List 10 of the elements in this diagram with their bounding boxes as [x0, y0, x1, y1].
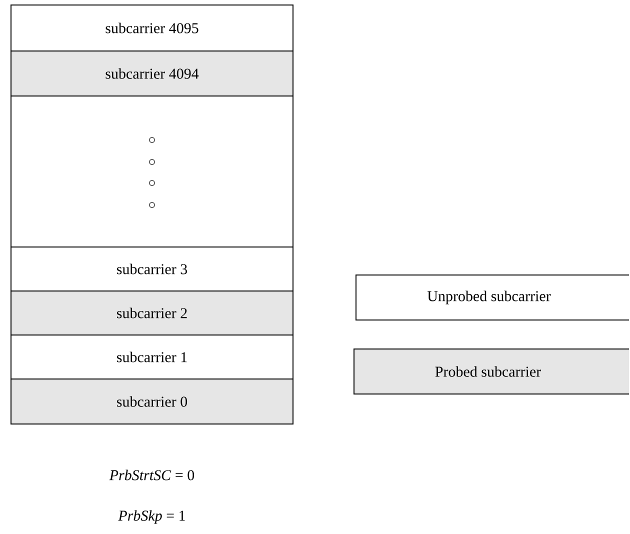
subcarrier-row: subcarrier 3: [10, 246, 294, 292]
subcarrier-row: subcarrier 4094: [10, 50, 294, 96]
subcarrier-row: subcarrier 2: [10, 290, 294, 336]
parameter-label: PrbStrtSC = 0: [109, 470, 194, 480]
legend-label: Unprobed subcarrier: [427, 290, 551, 304]
subcarrier-row: subcarrier 1: [10, 334, 294, 380]
legend-label: Probed subcarrier: [435, 366, 541, 377]
parameter-label: PrbSkp = 1: [118, 510, 185, 524]
subcarrier-row: subcarrier 4095: [10, 4, 294, 52]
subcarrier-row: subcarrier 0: [10, 378, 294, 424]
